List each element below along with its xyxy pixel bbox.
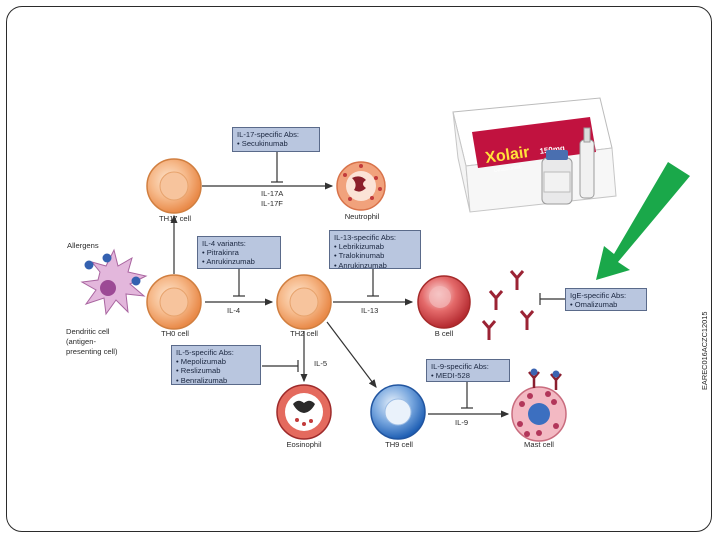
il13-box-title: IL-13-specific Abs: [334,233,397,242]
b-cell-label: B cell [434,329,454,338]
il4-box-title: IL-4 variants: [202,239,246,248]
neutrophil-shape [336,161,386,211]
il9-label: IL-9 [455,418,469,427]
mast-cell-label: Mast cell [524,440,554,449]
il4-label: IL-4 [227,306,241,315]
th0-cell-label: TH0 cell [161,329,189,338]
dendritic-cell-label: Dendritic cell [66,327,110,336]
svg-text:Xolair: Xolair [484,144,530,167]
il17-antibodies-box: IL-17-specific Abs: • Secukinumab [232,127,320,152]
il13-label: IL-13 [361,306,379,315]
allergens-label: Allergens [67,241,99,250]
il4-box-item: • Anrukinzumab [202,257,255,267]
th17-cell-label: TH17 cell [158,214,192,223]
allergen-shape [131,276,141,286]
il13-box-item: • Tralokinumab [334,251,385,261]
neutrophil-label: Neutrophil [344,212,380,221]
ige-antibodies-box: IgE-specific Abs: • Omalizumab [565,288,647,311]
eosinophil-label: Eosinophil [286,440,322,449]
il5-box-item: • Reslizumab [176,366,221,376]
il5-box-item: • Mepolizumab [176,357,226,367]
dendritic-cell-sublabel: (antigen- [66,337,96,346]
slide-frame [6,6,712,532]
side-code-text: EAREC016ACZC12015 [700,311,709,390]
dendritic-cell-shape [80,248,148,316]
il17-box-item: • Secukinumab [237,139,288,149]
th0-cell-shape [146,274,202,330]
th2-cell-shape [276,274,332,330]
th9-cell-shape [370,384,426,440]
ige-antibodies [481,270,535,340]
il4-box-item: • Pitrakinra [202,248,239,258]
svg-text:Omalizumab: Omalizumab [493,164,522,174]
il13-box-item: • Lebrikizumab [334,242,384,252]
il9-antibodies-box: IL-9-specific Abs: • MEDI-528 [426,359,510,382]
ige-box-item: • Omalizumab [570,300,618,310]
th2-cell-label: TH2 cell [290,329,318,338]
il5-box-title: IL-5-specific Abs: [176,348,234,357]
ige-box-title: IgE-specific Abs: [570,291,627,300]
eosinophil-shape [276,384,332,440]
il13-antibodies-box: IL-13-specific Abs: • Lebrikizumab • Tra… [329,230,421,270]
il5-box-item: • Benralizumab [176,375,228,385]
th17-cell-shape [146,158,202,214]
il17f-label: IL-17F [261,199,283,208]
il13-box-item: • Anrukinzumab [334,260,387,270]
il17-box-title: IL-17-specific Abs: [237,130,300,139]
il4-variants-box: IL-4 variants: • Pitrakinra • Anrukinzum… [197,236,281,269]
il5-label: IL-5 [314,359,328,368]
il5-antibodies-box: IL-5-specific Abs: • Mepolizumab • Resli… [171,345,261,385]
xolair-product-image: Xolair 150mg Omalizumab [452,97,617,213]
mast-cell-shape [511,368,567,442]
green-arrow [596,162,690,280]
th9-cell-label: TH9 cell [385,440,413,449]
dendritic-cell-sublabel: presenting cell) [66,347,118,356]
b-cell-shape [417,275,471,329]
il9-box-title: IL-9-specific Abs: [431,362,489,371]
il17a-label: IL-17A [261,189,284,198]
allergen-shape [102,253,112,263]
allergen-shape [84,260,94,270]
il9-box-item: • MEDI-528 [431,371,470,381]
